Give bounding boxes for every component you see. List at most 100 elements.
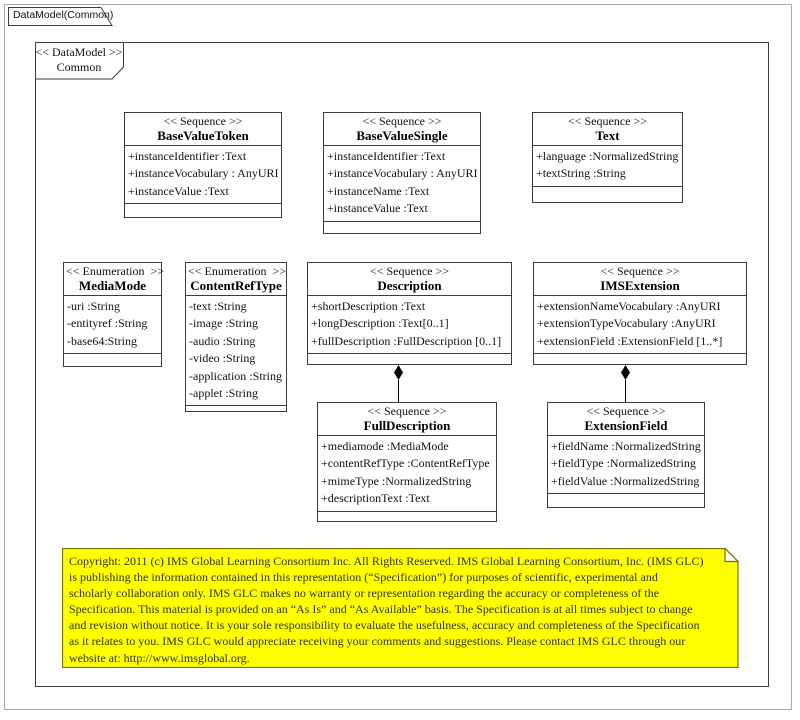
class-attribute: +instanceValue :Text: [327, 201, 428, 216]
class-operations-empty: [534, 354, 746, 366]
composition-diamond-icon: [394, 365, 403, 380]
frame-name: Common: [56, 60, 102, 74]
class-operations-empty: [64, 354, 161, 366]
class-attribute: +instanceValue :Text: [128, 183, 229, 198]
class-operations-empty: [186, 406, 286, 418]
class-text[interactable]: << Sequence >> Text +language :Normalize…: [532, 112, 683, 203]
class-attribute: +extensionField :ExtensionField [1..*]: [537, 333, 723, 348]
class-attribute: +shortDescription :Text: [311, 299, 426, 313]
class-attribute: -uri :String: [67, 299, 120, 313]
class-attributes: -uri :String-entityref :String-base64:St…: [64, 296, 161, 355]
class-name: Description: [377, 278, 442, 293]
class-description[interactable]: << Sequence >> Description +shortDescrip…: [307, 262, 512, 365]
class-header: << Sequence >> ExtensionField: [548, 403, 704, 436]
connector-line: [625, 380, 626, 402]
copyright-line: scholarly collaboration only. IMS GLC ma…: [69, 586, 660, 601]
diagram-page-tab[interactable]: DataModel(Common): [8, 7, 118, 26]
copyright-line: Specification. This material is provided…: [69, 602, 693, 617]
class-attribute: +descriptionText :Text: [321, 491, 430, 506]
composition-connector-description-fulldescription: [394, 365, 403, 402]
copyright-line: and revision without notice. It is your …: [69, 618, 700, 633]
class-attribute: +extensionTypeVocabulary :AnyURI: [537, 316, 716, 331]
class-attribute: -video :String: [189, 351, 256, 366]
class-attributes: +mediamode :MediaMode +contentRefType :Co…: [318, 436, 496, 512]
class-attribute: -entityref :String: [67, 316, 148, 331]
class-basevaluesingle[interactable]: << Sequence >> BaseValueSingle +instance…: [323, 112, 481, 234]
copyright-line: as it relates to you. IMS GLC would appr…: [69, 634, 686, 649]
class-attribute: -audio :String: [189, 333, 256, 348]
class-name: MediaMode: [78, 278, 147, 293]
page-tab-label: DataModel(Common): [13, 9, 114, 21]
class-attribute: -applet :String: [189, 386, 258, 401]
class-attribute: +fieldType :NormalizedString: [551, 456, 696, 471]
class-attribute: +contentRefType :ContentRefType: [321, 456, 490, 471]
class-header: << Sequence >> Text: [533, 113, 682, 146]
class-name: BaseValueSingle: [356, 128, 448, 143]
class-attribute: +language :NormalizedString: [536, 149, 679, 163]
class-contentreftype[interactable]: << Enumeration >> ContentRefType -text :…: [185, 262, 287, 412]
class-imsextension[interactable]: << Sequence >> IMSExtension +extensionNa…: [533, 262, 747, 365]
class-attribute: +instanceIdentifier :Text: [128, 149, 247, 163]
class-stereotype: << Sequence >>: [600, 264, 680, 278]
class-name: FullDescription: [363, 418, 451, 433]
class-header: << Enumeration >> MediaMode: [64, 263, 165, 296]
class-header: << Sequence >> BaseValueSingle: [324, 113, 480, 146]
composition-connector-imsextension-extensionfield: [621, 365, 630, 402]
class-extensionfield[interactable]: << Sequence >> ExtensionField +fieldName…: [547, 402, 705, 508]
class-stereotype: << Sequence >>: [362, 114, 442, 128]
class-stereotype: << Sequence >>: [567, 114, 648, 128]
class-attribute: +longDescription :Text[0..1]: [311, 316, 449, 331]
class-attributes: +fieldName :NormalizedString +fieldType :…: [548, 436, 704, 495]
class-attribute: +fieldName :NormalizedString: [551, 439, 701, 453]
class-operations-empty: [533, 187, 682, 202]
copyright-line: website at: http://www.imsglobal.org.: [69, 650, 250, 665]
class-operations-empty: [324, 222, 480, 234]
class-attribute: +instanceVocabulary : AnyURI: [128, 166, 279, 181]
connector-line: [398, 380, 399, 402]
page-tab-shape: [8, 7, 113, 26]
class-name: ContentRefType: [190, 278, 282, 293]
class-attribute: -application :String: [189, 368, 282, 383]
class-header: << Enumeration >> ContentRefType: [186, 263, 286, 296]
class-name: BaseValueToken: [157, 128, 249, 143]
class-attributes: +language :NormalizedString +textString :…: [533, 146, 682, 187]
class-attribute: -text :String: [189, 299, 247, 313]
copyright-line: is publishing the information contained …: [69, 570, 658, 585]
class-name: IMSExtension: [600, 278, 680, 293]
copyright-line: Copyright: 2011 (c) IMS Global Learning …: [69, 554, 704, 568]
class-attributes: -text :String -image :String -audio :Strin…: [186, 296, 286, 407]
class-header: << Sequence >> Description: [308, 263, 511, 296]
class-name: Text: [595, 128, 620, 143]
class-stereotype: << Sequence >>: [163, 114, 243, 128]
class-basevaluetoken[interactable]: << Sequence >> BaseValueToken +instanceI…: [124, 112, 282, 218]
class-operations-empty: [308, 354, 511, 366]
class-stereotype: << Sequence >>: [586, 404, 666, 418]
class-attribute: -image :String: [189, 316, 258, 331]
class-stereotype: << Sequence >>: [369, 264, 450, 278]
class-operations-empty: [318, 512, 496, 524]
copyright-text: Copyright: 2011 (c) IMS Global Learning …: [69, 553, 731, 666]
class-attributes: +extensionNameVocabulary :AnyURI+extensi…: [534, 296, 746, 355]
copyright-note: Copyright: 2011 (c) IMS Global Learning …: [62, 548, 739, 668]
class-attributes: +shortDescription :Text +longDescription …: [308, 296, 511, 355]
class-attributes: +instanceIdentifier :Text +instanceVocabu…: [125, 146, 281, 205]
frame-label-shape: [35, 42, 124, 80]
note-shape: [62, 548, 739, 668]
class-fulldescription[interactable]: << Sequence >> FullDescription +mediamod…: [317, 402, 497, 522]
class-stereotype: << Enumeration >>: [66, 264, 165, 278]
class-stereotype: << Enumeration >>: [188, 264, 287, 278]
class-name: ExtensionField: [584, 418, 668, 433]
class-attribute: +instanceVocabulary : AnyURI: [327, 166, 478, 181]
class-attribute: +mediamode :MediaMode: [321, 439, 449, 453]
class-header: << Sequence >> IMSExtension: [534, 263, 746, 296]
class-mediamode[interactable]: << Enumeration >> MediaMode -uri :String…: [63, 262, 165, 367]
class-attribute: +instanceIdentifier :Text: [327, 149, 446, 163]
composition-diamond-icon: [621, 365, 630, 380]
class-operations-empty: [125, 204, 281, 217]
class-attribute: +textString :String: [536, 166, 626, 181]
class-attribute: +instanceName :Text: [327, 183, 430, 198]
frame-label-text: << DataModel >> Common: [35, 45, 123, 75]
class-header: << Sequence >> BaseValueToken: [125, 113, 281, 146]
class-stereotype: << Sequence >>: [367, 404, 447, 418]
class-operations-empty: [548, 494, 704, 507]
